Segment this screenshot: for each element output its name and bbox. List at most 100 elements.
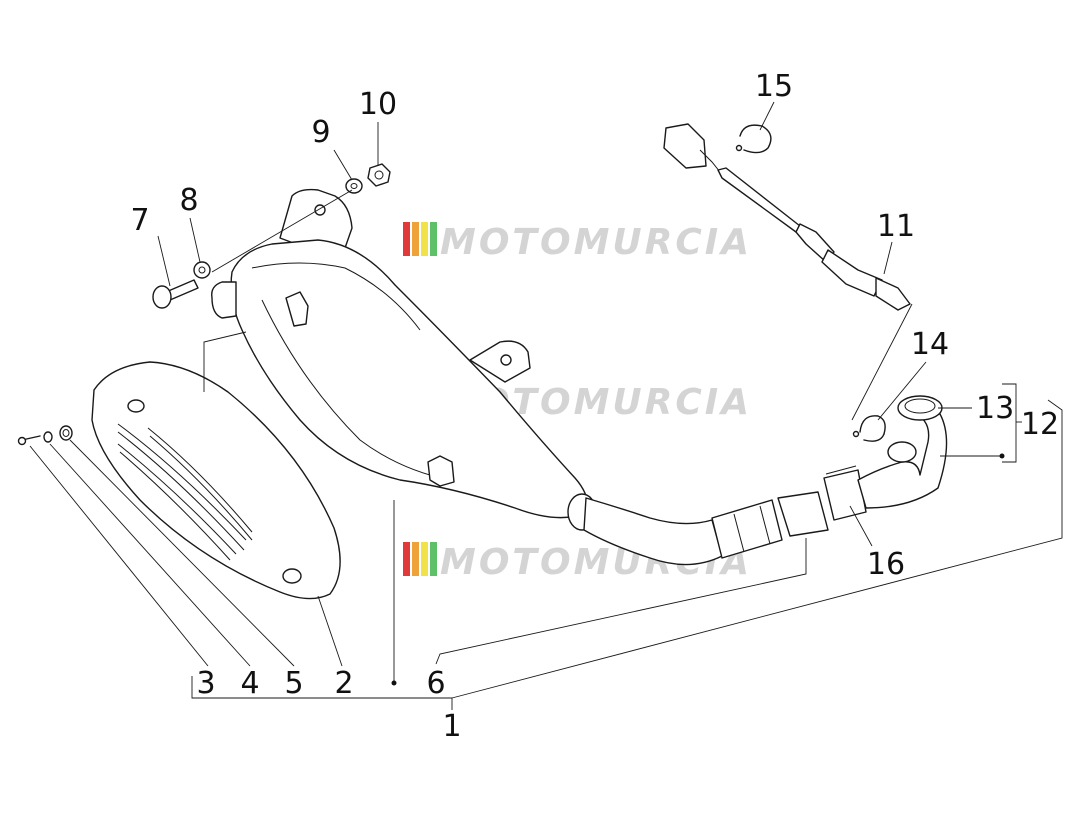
callout-1: 1 — [442, 709, 461, 744]
watermark-stripe — [421, 542, 428, 576]
pipe-gasket — [777, 491, 829, 537]
callout-10: 10 — [359, 87, 397, 122]
leader-2 — [317, 595, 343, 667]
heat-shield-slot — [119, 451, 231, 561]
exhaust-pipe — [583, 497, 783, 566]
callout-12: 12 — [1021, 407, 1059, 442]
bracket-hole — [500, 354, 512, 366]
callout-13: 13 — [976, 391, 1014, 426]
leader-11 — [883, 241, 893, 275]
clip-end — [735, 144, 743, 152]
heat-shield-slot — [117, 431, 245, 551]
lambda-sensor — [663, 123, 911, 311]
retaining-ring-14 — [863, 433, 885, 442]
leader-4 — [49, 443, 251, 667]
callout-14: 14 — [911, 327, 949, 362]
washer-hole — [350, 183, 358, 189]
callout-numbers: 7 8 9 10 15 11 14 13 12 16 3 4 5 2 6 1 — [130, 69, 1059, 744]
heat-shield-clip — [285, 291, 309, 327]
muffler-upper-bracket — [279, 188, 353, 251]
callout-6: 6 — [426, 666, 445, 701]
heat-shield-plate — [91, 361, 341, 600]
heat-shield-hole — [282, 568, 302, 584]
canister-seam — [261, 299, 451, 481]
watermark-stripe — [412, 542, 419, 576]
heat-shield-slot — [149, 435, 253, 541]
heat-shield-screw-head — [17, 436, 27, 446]
callout-5: 5 — [284, 666, 303, 701]
retaining-ring-14 — [859, 415, 886, 435]
mount-bolt-head — [152, 285, 172, 309]
canister-seam — [251, 262, 421, 331]
callout-11: 11 — [877, 209, 915, 244]
heat-shield-slot — [117, 423, 247, 541]
muffler-body — [211, 188, 597, 531]
callout-8: 8 — [179, 183, 198, 218]
manifold-port — [887, 441, 917, 463]
manifold-flange — [897, 395, 943, 421]
exhaust-manifold — [857, 395, 948, 509]
leader-7 — [157, 235, 171, 287]
leader-sensor-to-ring — [851, 303, 913, 421]
pipe-gaskets — [777, 465, 867, 537]
callout-3: 3 — [196, 666, 215, 701]
sleeve-edge — [733, 513, 745, 553]
pipe-clamp — [823, 469, 867, 521]
bracket-1 — [191, 676, 453, 710]
leader-12-to-1 — [451, 399, 1063, 699]
nut-hole — [374, 170, 384, 180]
watermark-stripe — [430, 222, 437, 256]
mount-washer-8 — [193, 261, 211, 279]
leader-dot — [999, 453, 1005, 459]
watermark-stripe — [412, 222, 419, 256]
callout-2: 2 — [334, 666, 353, 701]
bracket-12 — [1002, 383, 1017, 463]
callout-4: 4 — [240, 666, 259, 701]
heat-shield-fasteners — [17, 425, 73, 446]
muffler-inlet-stub — [211, 281, 237, 319]
heat-shield-slot — [147, 427, 253, 533]
sensor-connector-leads — [699, 149, 721, 173]
washer-hole — [198, 266, 206, 274]
sensor-body — [821, 249, 883, 297]
manifold-flange-inner — [904, 398, 936, 414]
leader-dot — [391, 680, 397, 686]
callout-9: 9 — [311, 115, 330, 150]
leader-lines — [29, 101, 1063, 710]
leader-15 — [759, 101, 775, 131]
cable-clip-15 — [739, 124, 772, 154]
leader-14 — [877, 361, 927, 421]
grommet-hole — [62, 429, 70, 437]
heat-shield-washer — [43, 431, 53, 443]
leader-3 — [29, 445, 209, 667]
mount-nut-10 — [367, 163, 391, 187]
clamp-edge — [825, 465, 857, 475]
sensor-connector — [663, 123, 707, 169]
exhaust-pipe-sleeve — [711, 499, 783, 559]
callout-16: 16 — [867, 547, 905, 582]
heat-shield-clip — [427, 455, 455, 487]
bolt-axis — [211, 189, 353, 273]
mount-washer-9 — [345, 178, 363, 194]
watermark-stripe — [403, 222, 410, 256]
leader-clip — [203, 331, 247, 392]
leader-16 — [849, 505, 873, 547]
heat-shield — [91, 361, 341, 600]
watermark-stripe — [430, 542, 437, 576]
callout-15: 15 — [755, 69, 793, 104]
watermark-text: MOTOMURCIA — [440, 222, 752, 263]
watermark-stripe — [421, 222, 428, 256]
muffler-lower-bracket — [469, 340, 531, 383]
ring-end — [852, 430, 860, 438]
watermark-stripe — [403, 542, 410, 576]
leader-8 — [189, 217, 201, 263]
callout-7: 7 — [130, 203, 149, 238]
muffler-mount-hardware — [152, 163, 391, 309]
heat-shield-slot — [117, 443, 237, 555]
leader-9 — [333, 149, 353, 181]
leader-5 — [69, 439, 295, 667]
sensor-tip — [875, 277, 911, 311]
sleeve-edge — [759, 505, 771, 545]
